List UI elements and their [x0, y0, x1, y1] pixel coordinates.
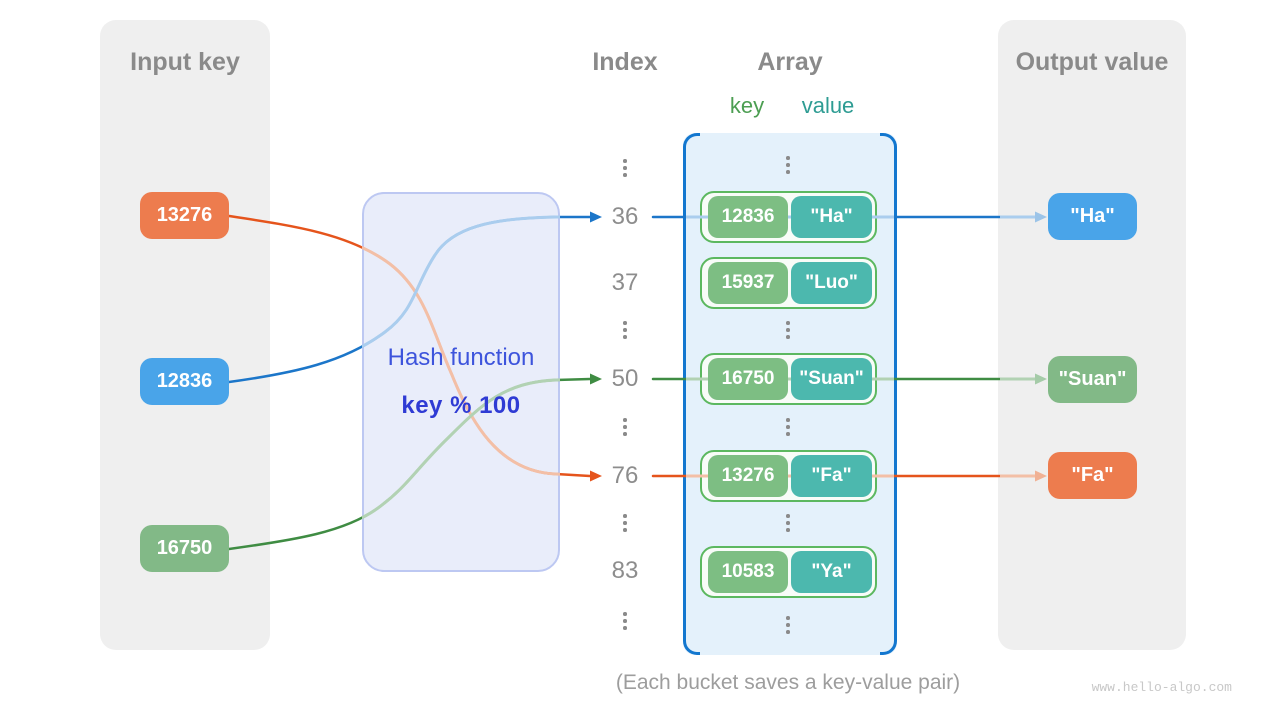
output-panel-title: Output value — [1015, 48, 1169, 76]
bucket-value: "Fa" — [791, 455, 872, 497]
bucket-key: 16750 — [708, 358, 788, 400]
output-value-panel — [998, 20, 1186, 650]
arrowhead-icon — [590, 470, 602, 482]
input-key-box: 16750 — [140, 525, 229, 572]
bucket-value: "Ya" — [791, 551, 872, 593]
ellipsis-icon — [618, 321, 632, 339]
index-value: 37 — [611, 269, 639, 296]
ellipsis-icon — [618, 418, 632, 436]
index-column-title: Index — [592, 48, 658, 76]
array-left-bracket-icon — [683, 133, 700, 655]
input-panel-title: Input key — [130, 48, 240, 76]
ellipsis-icon — [781, 616, 795, 634]
ellipsis-icon — [781, 156, 795, 174]
arrowhead-icon — [1035, 470, 1047, 482]
arrowhead-icon — [1035, 373, 1047, 385]
index-value: 83 — [611, 557, 639, 584]
value-column-header: value — [801, 93, 855, 118]
ellipsis-icon — [618, 612, 632, 630]
index-value: 76 — [611, 462, 639, 489]
bucket-value: "Ha" — [791, 196, 872, 238]
output-value-box: "Suan" — [1048, 356, 1137, 403]
ellipsis-icon — [781, 321, 795, 339]
caption: (Each bucket saves a key-value pair) — [615, 671, 961, 694]
array-right-bracket-icon — [880, 133, 897, 655]
input-key-box: 12836 — [140, 358, 229, 405]
bucket-value: "Luo" — [791, 262, 872, 304]
bucket-key: 10583 — [708, 551, 788, 593]
ellipsis-icon — [618, 159, 632, 177]
index-value: 50 — [611, 365, 639, 392]
array-title: Array — [757, 48, 823, 76]
bucket-value: "Suan" — [791, 358, 872, 400]
hash-function-box — [362, 192, 560, 572]
key-column-header: key — [729, 93, 765, 118]
arrowhead-icon — [590, 373, 602, 385]
arrowhead-icon — [590, 211, 602, 223]
ellipsis-icon — [618, 514, 632, 532]
watermark: www.hello-algo.com — [1091, 680, 1232, 695]
hash-formula: key % 100 — [401, 392, 521, 419]
output-value-box: "Fa" — [1048, 452, 1137, 499]
bucket-key: 12836 — [708, 196, 788, 238]
index-value: 36 — [611, 203, 639, 230]
hash-function-label: Hash function — [387, 344, 535, 371]
bucket-key: 15937 — [708, 262, 788, 304]
input-key-box: 13276 — [140, 192, 229, 239]
arrowhead-icon — [1035, 211, 1047, 223]
output-value-box: "Ha" — [1048, 193, 1137, 240]
ellipsis-icon — [781, 514, 795, 532]
bucket-key: 13276 — [708, 455, 788, 497]
ellipsis-icon — [781, 418, 795, 436]
